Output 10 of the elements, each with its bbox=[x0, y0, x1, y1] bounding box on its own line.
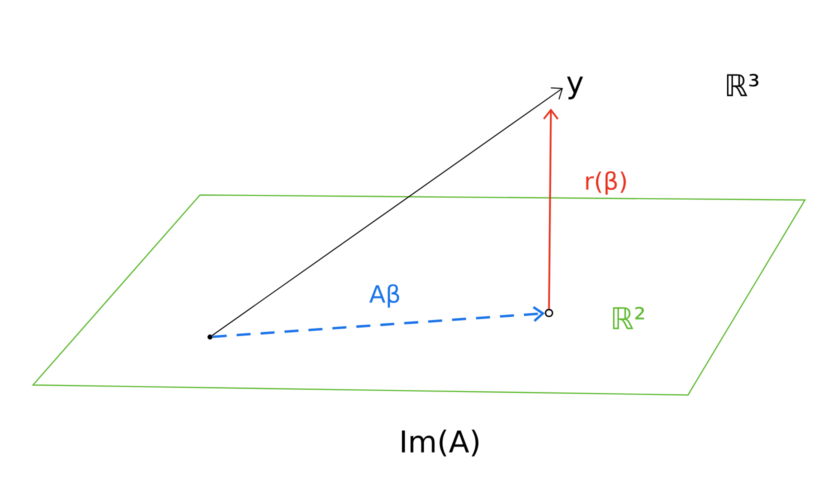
arrow bbox=[212, 87, 563, 336]
space-label: ℝ³ bbox=[727, 74, 758, 96]
edge-label: Aβ bbox=[368, 283, 402, 309]
plane-caption: Im(A) bbox=[402, 430, 478, 456]
arrow bbox=[543, 108, 559, 309]
arrow bbox=[212, 306, 545, 338]
origin-point bbox=[208, 334, 212, 340]
vector-label: y bbox=[567, 76, 583, 100]
projection-point bbox=[544, 308, 554, 318]
edge-label: r(β) bbox=[583, 170, 629, 196]
